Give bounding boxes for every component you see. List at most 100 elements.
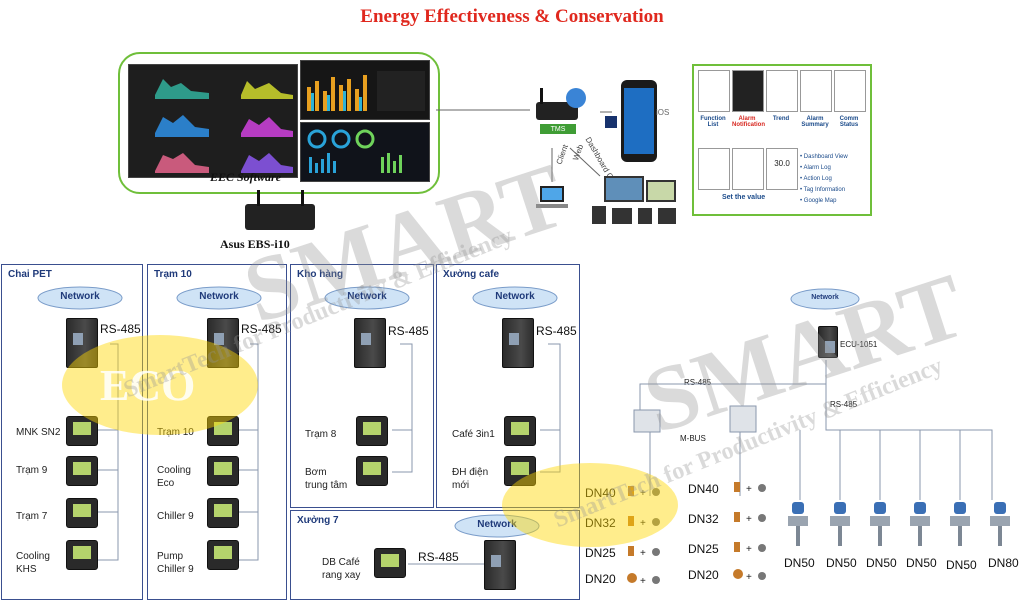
- dn-label: DN40: [585, 486, 616, 500]
- energy-charts: [129, 65, 297, 177]
- zone-title: Xưởng 7: [297, 515, 339, 526]
- power-meter-icon: [504, 416, 536, 446]
- meter-label: Trạm 7: [16, 511, 48, 522]
- svg-text:+: +: [640, 518, 646, 529]
- power-meter-icon: [207, 416, 239, 446]
- energy-dashboard-screen: [128, 64, 298, 178]
- power-meter-icon: [356, 456, 388, 486]
- alarm-summary-label: Alarm Summary: [801, 116, 829, 128]
- meter-label: Trạm 8: [305, 429, 337, 440]
- power-meter-icon: [66, 540, 98, 570]
- power-meter-icon: [66, 456, 98, 486]
- set-value-screen-3: 30.0: [766, 148, 798, 190]
- trend-screen: [766, 70, 798, 112]
- alarm-notification-label: Alarm Notification: [732, 116, 765, 128]
- gateway-icon: [207, 318, 239, 368]
- rs485-label: RS-485: [100, 322, 141, 336]
- set-value-screen-1: [698, 148, 730, 190]
- meter-label: Pump Chiller 9: [157, 551, 194, 575]
- mobile-app-panel: Function List Alarm Notification Trend A…: [692, 64, 872, 216]
- asus-label: Asus EBS-i10: [220, 237, 290, 251]
- power-meter-icon: [66, 416, 98, 446]
- mbus-label: M-BUS: [680, 434, 706, 443]
- network-cloud: Network: [454, 514, 540, 538]
- dn-flow-label: DN50: [946, 558, 977, 572]
- eec-software-bubble: [118, 52, 440, 194]
- kpi-screen: [300, 122, 430, 182]
- feature-item: • Google Map: [800, 198, 837, 204]
- meter-label: Trạm 9: [16, 465, 48, 476]
- dn-label: DN20: [688, 568, 719, 582]
- devices-icon: [592, 176, 676, 224]
- rs485-label: RS-485: [388, 324, 429, 338]
- laptop-icon: [536, 186, 568, 208]
- feature-item: • Alarm Log: [800, 165, 831, 171]
- dn-label: DN40: [688, 482, 719, 496]
- rs485-label: RS-485: [418, 550, 459, 564]
- meter-label: Café 3in1: [452, 429, 495, 440]
- feature-item: • Tag Information: [800, 187, 846, 193]
- dn-flow-label: DN50: [784, 556, 815, 570]
- power-meter-icon: [374, 548, 406, 578]
- bar-chart-screen: [300, 60, 430, 120]
- gateway-icon: [354, 318, 386, 368]
- zone-title: Xưởng cafe: [443, 269, 500, 280]
- top-connectors: [436, 109, 612, 182]
- svg-text:+: +: [746, 484, 752, 495]
- meter-label: ĐH điện mới: [452, 467, 489, 491]
- set-value-screen-2: [732, 148, 764, 190]
- gateway-icon: [502, 318, 534, 368]
- svg-text:+: +: [746, 514, 752, 525]
- svg-text:+: +: [640, 576, 646, 587]
- meter-label: DB Café rang xay: [322, 557, 361, 581]
- flow-sensor-icons: [788, 502, 1010, 546]
- page-title: Energy Effectiveness & Conservation: [360, 6, 664, 27]
- rs485-label-left: RS-485: [684, 378, 712, 387]
- water-meter-icons-mid: + + + +: [733, 482, 766, 583]
- zone-title: Trạm 10: [154, 269, 192, 280]
- dn-label: DN32: [585, 516, 616, 530]
- tms-server-icon: [536, 88, 586, 134]
- dn-flow-label: DN50: [906, 556, 937, 570]
- tms-label: TMS: [550, 126, 566, 133]
- trend-label: Trend: [772, 116, 790, 122]
- network-cloud: Network: [324, 286, 410, 310]
- zone-title: Kho hàng: [297, 269, 344, 280]
- power-meter-icon: [356, 416, 388, 446]
- feature-item: • Action Log: [800, 176, 832, 182]
- water-meter-icons-left: ++++: [627, 486, 660, 587]
- alarm-summary-screen: [800, 70, 832, 112]
- network-cloud: Network: [37, 286, 123, 310]
- right-bus-lines: [633, 360, 993, 500]
- ecu-gateway-icon: [818, 326, 838, 358]
- network-cloud-right: Network: [790, 288, 860, 312]
- comm-status-label: Comm Status: [839, 116, 859, 128]
- set-value-label: Set the value: [722, 194, 766, 201]
- power-meter-icon: [504, 456, 536, 486]
- meter-label: Bơm trung tâm: [305, 467, 348, 491]
- dn-flow-label: DN50: [826, 556, 857, 570]
- alarm-notification-screen: [732, 70, 764, 112]
- svg-text:+: +: [746, 544, 752, 555]
- rs485-label: RS-485: [536, 324, 577, 338]
- function-list-screen: [698, 70, 730, 112]
- rs485-label: RS-485: [241, 322, 282, 336]
- zone-title: Chai PET: [8, 269, 52, 280]
- dn-flow-label: DN80: [988, 556, 1019, 570]
- eec-software-label: EEC Software: [210, 170, 282, 184]
- comm-status-screen: [834, 70, 866, 112]
- network-cloud: Network: [472, 286, 558, 310]
- meter-label: MNK SN2: [16, 427, 61, 438]
- network-cloud: Network: [176, 286, 262, 310]
- power-meter-icon: [207, 498, 239, 528]
- meter-label: Cooling Eco: [157, 465, 191, 489]
- feature-item: • Dashboard View: [800, 154, 848, 160]
- dn-label: DN25: [688, 542, 719, 556]
- meter-label: Chiller 9: [157, 511, 194, 522]
- svg-text:+: +: [640, 548, 646, 559]
- function-list-label: Function List: [700, 116, 726, 128]
- asus-mini-pc-icon: [245, 190, 315, 230]
- svg-text:+: +: [746, 572, 752, 583]
- smartphone-icon: [605, 80, 657, 162]
- ios-label: iOS: [656, 108, 670, 117]
